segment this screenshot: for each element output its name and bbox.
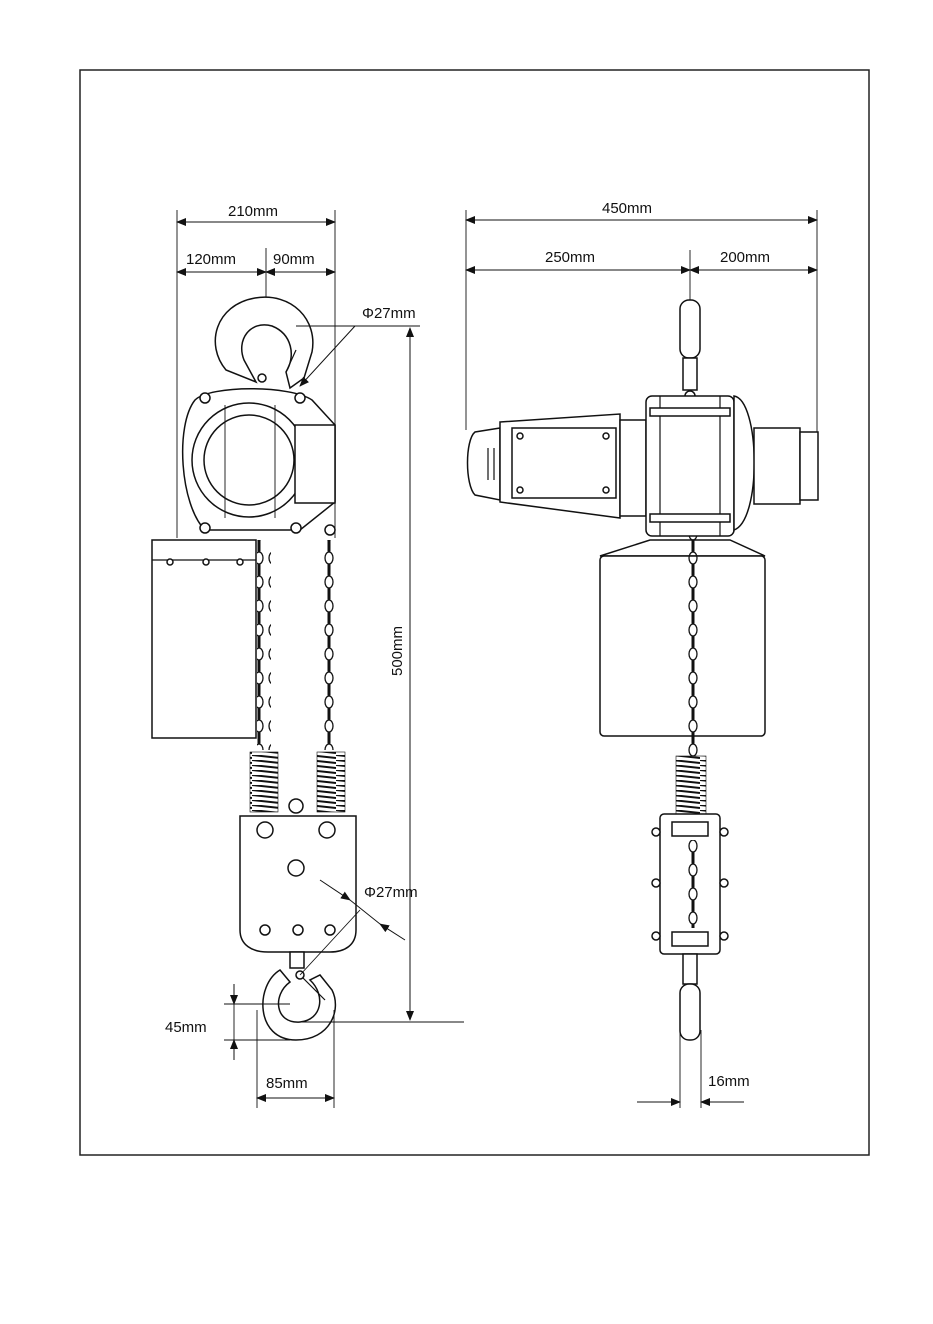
front-view: 450mm 250mm 200mm: [466, 200, 818, 1108]
label-front-left-width: 250mm: [545, 249, 595, 266]
load-chain-front: [684, 536, 698, 756]
spring-front: [676, 756, 706, 814]
label-height: 500mm: [389, 626, 406, 676]
load-chain-left: [257, 540, 271, 750]
label-chain-width: 16mm: [708, 1073, 750, 1090]
spring-left: [250, 752, 278, 812]
control-box-front: [600, 556, 765, 736]
bottom-hook: [263, 970, 336, 1040]
label-side-right-width: 90mm: [273, 251, 315, 268]
side-view: 210mm 120mm 90mm Φ27mm: [152, 203, 464, 1108]
label-front-total-width: 450mm: [602, 200, 652, 217]
spring-right: [317, 752, 345, 812]
load-chain-right: [323, 540, 337, 750]
label-top-hook-diameter: Φ27mm: [362, 305, 416, 322]
label-side-left-width: 120mm: [186, 251, 236, 268]
control-box: [152, 540, 256, 738]
label-front-right-width: 200mm: [720, 249, 770, 266]
motor-fan-cover: [468, 428, 501, 500]
label-side-total-width: 210mm: [228, 203, 278, 220]
label-hook-opening: 45mm: [165, 1019, 207, 1036]
brake-cover: [800, 432, 818, 500]
bottom-hook-front: [680, 984, 700, 1040]
label-hook-width: 85mm: [266, 1075, 308, 1092]
